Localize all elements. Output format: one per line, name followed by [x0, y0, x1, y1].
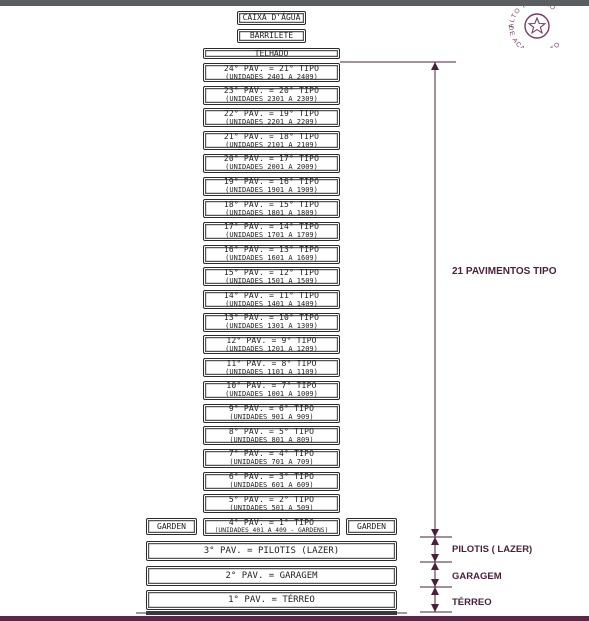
floor-title: 5° PAV. = 2° TIPO	[228, 494, 315, 504]
pilotis-floor-label: 3° PAV. = PILOTIS (LAZER)	[203, 546, 340, 556]
tipo-annotation: 21 PAVIMENTOS TIPO	[452, 266, 557, 277]
telhado-label: TELHADO	[254, 48, 289, 58]
typical-floor-block: 20° PAV. = 17° TIPO(UNIDADES 2001 A 2009…	[203, 153, 340, 173]
floor-units: (UNIDADES 1301 A 1309)	[225, 322, 318, 331]
typical-floor-block: 13° PAV. = 10° TIPO(UNIDADES 1301 A 1309…	[203, 312, 340, 332]
floor-units: (UNIDADES 1101 A 1109)	[225, 367, 318, 376]
typical-floor-block: 12° PAV. = 9° TIPO(UNIDADES 1201 A 1209)	[203, 335, 340, 355]
garagem-floor-label: 2° PAV. = GARAGEM	[225, 571, 318, 581]
floor-units: (UNIDADES 2001 A 2009)	[225, 163, 318, 172]
floor-units: (UNIDADES 1801 A 1809)	[225, 208, 318, 217]
terreo-floor-block: 1° PAV. = TÉRREO	[146, 590, 397, 610]
floor-title: 13° PAV. = 10° TIPO	[223, 313, 320, 323]
typical-floor-block: 7° PAV. = 4° TIPO(UNIDADES 701 A 709)	[203, 448, 340, 468]
floor-units: (UNIDADES 2401 A 2409)	[225, 72, 318, 81]
floor-title: 6° PAV. = 3° TIPO	[228, 472, 315, 482]
caixa-dagua-block: CAIXA D'ÁGUA	[237, 11, 306, 25]
floor-title: 22° PAV. = 19° TIPO	[223, 108, 320, 118]
floor-title: 23° PAV. = 20° TIPO	[223, 86, 320, 96]
garagem-floor-block: 2° PAV. = GARAGEM	[146, 566, 397, 586]
floor-title: 19° PAV. = 16° TIPO	[223, 177, 320, 186]
typical-floor-block: 23° PAV. = 20° TIPO(UNIDADES 2301 A 2309…	[203, 85, 340, 105]
typical-floor-block: 18° PAV. = 15° TIPO(UNIDADES 1801 A 1809…	[203, 199, 340, 219]
floor-units: (UNIDADES 1701 A 1709)	[225, 231, 318, 240]
garden-block-left: GARDEN	[146, 518, 197, 535]
ground-line	[146, 611, 397, 615]
typical-floor-block: 9° PAV. = 6° TIPO(UNIDADES 901 A 909)	[203, 403, 340, 423]
typical-floor-block: 17° PAV. = 14° TIPO(UNIDADES 1701 A 1709…	[203, 221, 340, 241]
floor-units: (UNIDADES 1201 A 1209)	[225, 344, 318, 353]
terreo-floor-label: 1° PAV. = TÉRREO	[228, 595, 315, 605]
floor-title: 14° PAV. = 11° TIPO	[223, 290, 320, 300]
telhado-block: TELHADO	[203, 48, 340, 59]
typical-floor-block: 10° PAV. = 7° TIPO(UNIDADES 1001 A 1009)	[203, 380, 340, 400]
typical-floor-block: 14° PAV. = 11° TIPO(UNIDADES 1401 A 1409…	[203, 290, 340, 309]
pilotis-floor-block: 3° PAV. = PILOTIS (LAZER)	[146, 541, 397, 561]
typical-floor-block: 16° PAV. = 13° TIPO(UNIDADES 1601 A 1609…	[203, 244, 340, 264]
garagem-annotation: GARAGEM	[452, 571, 502, 582]
floor-title: 17° PAV. = 14° TIPO	[223, 222, 320, 232]
typical-floor-block: 8° PAV. = 5° TIPO(UNIDADES 801 A 809)	[203, 426, 340, 446]
floor-title: 20° PAV. = 17° TIPO	[223, 154, 320, 164]
typical-floor-block: 21° PAV. = 18° TIPO(UNIDADES 2101 A 2109…	[203, 131, 340, 151]
bottom-frame-bar	[0, 616, 589, 621]
floor-title: 8° PAV. = 5° TIPO	[228, 426, 315, 436]
floor-units: (UNIDADES 1001 A 1009)	[225, 390, 318, 399]
floor-units: (UNIDADES 2101 A 2109)	[225, 140, 318, 149]
typical-floor-block: 22° PAV. = 19° TIPO(UNIDADES 2201 A 2209…	[203, 108, 340, 128]
floor-units: (UNIDADES 1401 A 1409)	[225, 299, 318, 308]
floor-units: (UNIDADES 701 A 709)	[229, 458, 314, 467]
garden-block-right: GARDEN	[346, 518, 397, 535]
floor-title: 11° PAV. = 8° TIPO	[226, 358, 317, 368]
barrilete-block: BARRILETE	[237, 29, 306, 43]
typical-floor-block: 4° PAV. = 1° TIPO(UNIDADES 401 A 409 - G…	[203, 518, 340, 536]
floor-title: 16° PAV. = 13° TIPO	[223, 245, 320, 255]
floor-units: (UNIDADES 901 A 909)	[229, 413, 314, 421]
typical-floor-block: 24° PAV. = 21° TIPO(UNIDADES 2401 A 2409…	[203, 63, 340, 82]
top-frame-bar	[0, 0, 589, 6]
floor-title: 18° PAV. = 15° TIPO	[223, 199, 320, 209]
floor-title: 10° PAV. = 7° TIPO	[226, 381, 317, 391]
dimension-arrows	[431, 62, 439, 612]
quality-seal-logo: ALTO PADRÃO DE ACABAMENTO	[507, 6, 561, 48]
typical-floor-block: 11° PAV. = 8° TIPO(UNIDADES 1101 A 1109)	[203, 358, 340, 378]
caixa-dagua-label: CAIXA D'ÁGUA	[242, 13, 301, 22]
floor-title: 9° PAV. = 6° TIPO	[228, 404, 315, 413]
typical-floor-block: 15° PAV. = 12° TIPO(UNIDADES 1501 A 1509…	[203, 267, 340, 287]
floor-units: (UNIDADES 2301 A 2309)	[225, 95, 318, 104]
floor-title: 15° PAV. = 12° TIPO	[223, 267, 320, 277]
floor-units: (UNIDADES 1501 A 1509)	[225, 276, 318, 285]
floor-units: (UNIDADES 501 A 509)	[229, 503, 314, 512]
terreo-annotation: TÉRREO	[452, 597, 492, 608]
floor-title: 24° PAV. = 21° TIPO	[223, 63, 320, 73]
typical-floor-block: 6° PAV. = 3° TIPO(UNIDADES 601 A 609)	[203, 471, 340, 491]
floor-units: (UNIDADES 2201 A 2209)	[225, 117, 318, 126]
floor-title: 4° PAV. = 1° TIPO	[228, 518, 315, 527]
floor-units: (UNIDADES 601 A 609)	[229, 481, 314, 490]
typical-floor-block: 5° PAV. = 2° TIPO(UNIDADES 501 A 509)	[203, 494, 340, 514]
garden-label-left: GARDEN	[157, 521, 186, 531]
floor-title: 21° PAV. = 18° TIPO	[223, 131, 320, 141]
typical-floor-block: 19° PAV. = 16° TIPO(UNIDADES 1901 A 1909…	[203, 176, 340, 196]
floor-units: (UNIDADES 1901 A 1909)	[225, 186, 318, 194]
garden-label-right: GARDEN	[357, 521, 386, 531]
floor-title: 7° PAV. = 4° TIPO	[228, 449, 315, 459]
barrilete-label: BARRILETE	[249, 31, 294, 40]
floor-units: (UNIDADES 1601 A 1609)	[225, 254, 318, 263]
pilotis-annotation: PILOTIS ( LAZER)	[452, 544, 533, 555]
floor-units: (UNIDADES 401 A 409 - GARDENS)	[214, 527, 329, 534]
floor-title: 12° PAV. = 9° TIPO	[226, 335, 317, 345]
floor-units: (UNIDADES 801 A 809)	[229, 435, 314, 444]
